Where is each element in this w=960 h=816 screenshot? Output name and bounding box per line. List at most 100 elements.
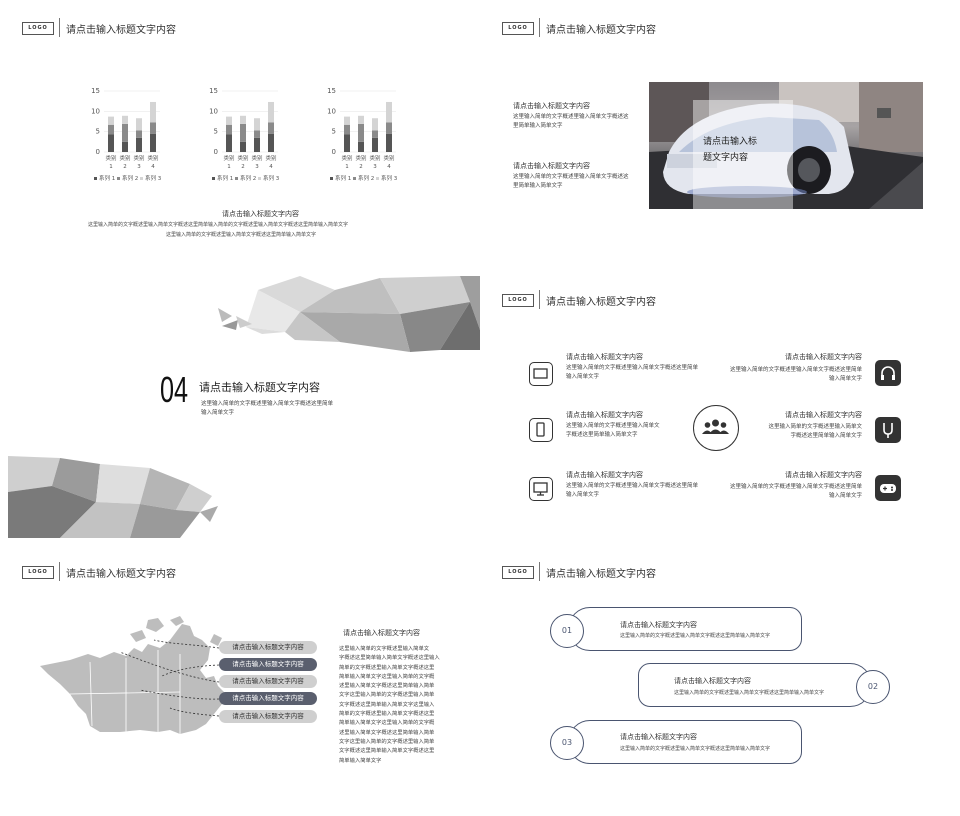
x-tick-label-num: 1: [345, 164, 349, 170]
lowpoly-top-right: [218, 276, 480, 352]
feature-right-2-title: 请点击输入标题文字内容: [785, 411, 862, 419]
x-tick-label: 类别: [119, 154, 130, 162]
bar-segment: [136, 137, 142, 152]
slide-title: 请点击输入标题文字内容: [66, 25, 176, 36]
slide-title: 请点击输入标题文字内容: [546, 569, 656, 580]
legend-label: 系列 3: [145, 174, 162, 182]
slide-2-image[interactable]: LOGO 请点击输入标题文字内容 请点击输入标题文字内容 这里输入简单的文字概述…: [480, 0, 960, 272]
bar-segment: [372, 118, 378, 131]
y-tick-label: 0: [332, 148, 336, 156]
legend-label: 系列 3: [381, 174, 398, 182]
phone-icon: [529, 418, 553, 442]
header-divider: [539, 562, 540, 581]
y-tick-label: 5: [214, 128, 218, 136]
feature-left-3-body-2: 输入简单文字: [566, 492, 600, 498]
side-body-line: 文字概述这里简单输入简单文字这里输入: [339, 701, 435, 708]
bar-segment: [268, 101, 274, 123]
section-body-2: 输入简单文字: [201, 410, 235, 416]
monitor-icon: [529, 477, 553, 501]
feature-left-2-title: 请点击输入标题文字内容: [566, 411, 643, 419]
item-1-body-2: 里简单输入简单文字: [513, 123, 563, 129]
section-number: 04: [160, 369, 189, 410]
bar-segment: [226, 134, 232, 152]
bar-segment: [344, 116, 350, 125]
bar-segment: [240, 141, 246, 152]
x-tick-label: 类别: [223, 154, 234, 162]
slide-3-section[interactable]: 04 请点击输入标题文字内容 这里输入简单的文字概述里输入简单文字概述这里简单 …: [0, 272, 480, 544]
section-title: 请点击输入标题文字内容: [199, 381, 320, 394]
legend-swatch: [353, 177, 356, 180]
map-connectors: [119, 639, 220, 717]
x-tick-label-num: 2: [359, 164, 363, 170]
map-label-3: 请点击输入标题文字内容: [219, 675, 317, 688]
bar-segment: [136, 118, 142, 131]
x-tick-label: 类别: [237, 154, 248, 162]
overlay-title-line-2: 题文字内容: [703, 153, 749, 163]
side-body-line: 简单输入简单文字这里输入简单的文字概: [339, 673, 435, 680]
legend-swatch: [330, 177, 333, 180]
bar-segment: [344, 124, 350, 135]
side-body-line: 简单的文字概述里输入简单文字概述这里: [339, 664, 435, 671]
y-tick-label: 15: [91, 87, 100, 95]
header-divider: [539, 18, 540, 37]
legend-swatch: [376, 177, 379, 180]
canada-map: [40, 616, 226, 734]
step-2-title: 请点击输入标题文字内容: [674, 677, 751, 685]
headphones-icon: [875, 360, 901, 386]
bar-segment: [344, 134, 350, 152]
x-tick-label: 类别: [383, 154, 394, 162]
bar-segment: [358, 123, 364, 142]
section-body: 这里输入简单的文字概述里输入简单文字概述这里简单: [201, 401, 334, 407]
bar-segment: [254, 137, 260, 152]
bar-segment: [122, 115, 128, 124]
bar-segment: [240, 115, 246, 124]
x-tick-label-num: 3: [373, 164, 377, 170]
feature-left-3-body: 这里输入简单的文字概述里输入简单文字概述这里简单: [566, 483, 699, 489]
y-tick-label: 0: [96, 148, 100, 156]
step-1-title: 请点击输入标题文字内容: [620, 621, 697, 629]
header-divider: [59, 562, 60, 581]
x-tick-label-num: 1: [227, 164, 231, 170]
x-tick-label: 类别: [251, 154, 262, 162]
y-tick-label: 5: [96, 128, 100, 136]
y-tick-label: 10: [209, 107, 218, 115]
step-1-body: 这里输入简单的文字概述里输入简单文字概述这里简单输入简单文字: [620, 633, 771, 639]
slide-title: 请点击输入标题文字内容: [546, 297, 656, 308]
image-overlay-box: [693, 100, 793, 209]
bar-segment: [226, 116, 232, 125]
feature-left-2-body: 这里输入简单的文字概述里输入简单文: [566, 423, 660, 429]
feature-right-1-title: 请点击输入标题文字内容: [785, 353, 862, 361]
step-number-2: 02: [856, 670, 890, 704]
bar-segment: [254, 130, 260, 138]
feature-right-3-title: 请点击输入标题文字内容: [785, 471, 862, 479]
x-tick-label: 类别: [133, 154, 144, 162]
legend-label: 系列 1: [99, 174, 115, 182]
item-2-title: 请点击输入标题文字内容: [513, 162, 590, 170]
slide-6-timeline[interactable]: LOGO 请点击输入标题文字内容 01 请点击输入标题文字内容 这里输入简单的文…: [480, 544, 960, 816]
bar-segment: [372, 130, 378, 138]
side-body-line: 文字概述这里简单输入简单文字概述这里: [339, 748, 435, 755]
header-divider: [539, 290, 540, 309]
plug-icon: [875, 417, 901, 443]
legend-label: 系列 1: [217, 174, 233, 182]
side-body-line: 文字这里输入简单的文字概述里输入简单: [339, 738, 435, 745]
slide-4-icons[interactable]: LOGO 请点击输入标题文字内容 请点击输入标题文字内容 这里输入简单的文字概述…: [480, 272, 960, 544]
bar-segment: [226, 124, 232, 135]
legend-swatch: [140, 177, 143, 180]
header-divider: [59, 18, 60, 37]
slide-5-map[interactable]: LOGO 请点击输入标题文字内容 请点击输入标题文字内容 请点击输入标题文字内容…: [0, 544, 480, 816]
bar-segment: [358, 141, 364, 152]
logo: LOGO: [22, 566, 54, 579]
item-1-body: 这里输入简单的文字概述里输入简单文字概述这: [513, 114, 629, 120]
side-title: 请点击输入标题文字内容: [343, 629, 420, 637]
step-number-3: 03: [550, 726, 584, 760]
feature-right-3-body-2: 输入简单文字: [828, 493, 862, 499]
section-title: 请点击输入标题文字内容: [222, 210, 299, 218]
logo: LOGO: [22, 22, 54, 35]
bar-segment: [240, 123, 246, 142]
